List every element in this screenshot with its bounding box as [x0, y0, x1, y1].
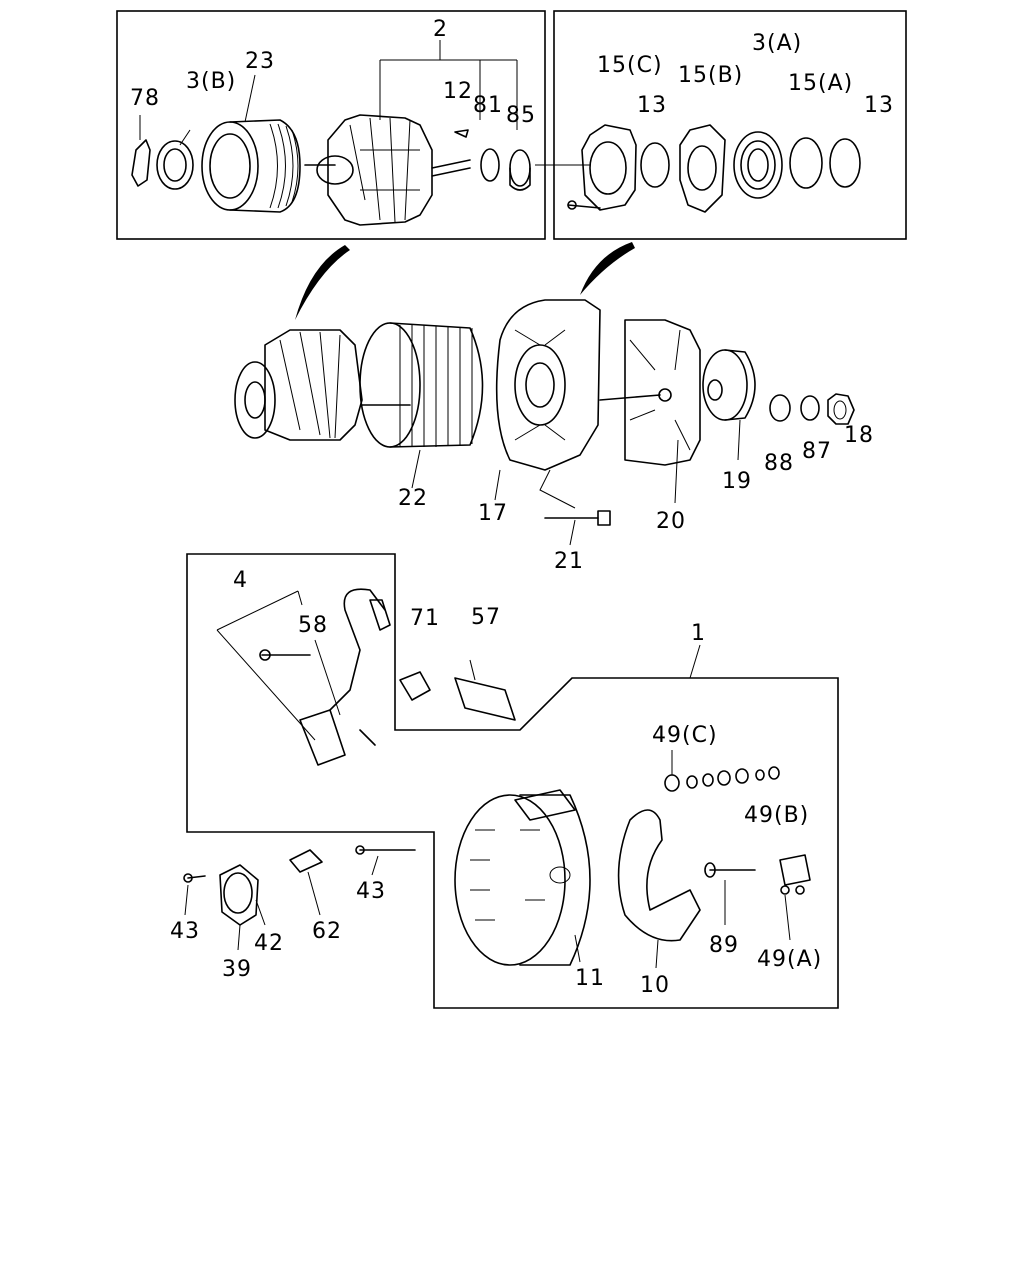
- bracket-49b: [779, 854, 811, 886]
- label-57: 57: [471, 605, 501, 630]
- fan-icon: [599, 319, 701, 504]
- cover-10: [617, 809, 701, 969]
- pulley-icon: [702, 349, 756, 461]
- label-20: 20: [656, 509, 686, 534]
- label-21: 21: [554, 549, 584, 574]
- label-2: 2: [433, 17, 448, 42]
- lower-frame: [186, 553, 839, 1009]
- clip-62: [289, 849, 323, 916]
- label-62: 62: [312, 919, 342, 944]
- spring-washer-87: [800, 395, 820, 421]
- clip-71: [399, 671, 431, 701]
- callout-curve-left: [295, 245, 350, 320]
- bolt-43-left: [183, 873, 206, 916]
- bolt-89: [704, 862, 756, 925]
- washer-49a: [780, 885, 805, 941]
- label-1: 1: [691, 621, 706, 646]
- label-43-middle: 43: [356, 879, 386, 904]
- label-39: 39: [222, 957, 252, 982]
- label-15c: 15(C): [597, 53, 663, 78]
- key-12: [454, 129, 469, 138]
- rotor-detail-box: [116, 10, 546, 240]
- washer-88: [769, 394, 791, 422]
- bearing-3a: [733, 131, 783, 199]
- label-19: 19: [722, 469, 752, 494]
- bearing-3b: [156, 129, 194, 190]
- label-88: 88: [764, 451, 794, 476]
- bolt-21: [539, 469, 611, 546]
- label-17: 17: [478, 501, 508, 526]
- housing-23: [201, 74, 301, 213]
- bolt-43-middle: [355, 845, 416, 876]
- label-71: 71: [410, 606, 440, 631]
- bearing-detail-box: [553, 10, 907, 240]
- label-23: 23: [245, 49, 275, 74]
- label-3b: 3(B): [186, 69, 236, 94]
- label-13-left: 13: [637, 93, 667, 118]
- label-13-right: 13: [864, 93, 894, 118]
- label-12: 12: [443, 79, 473, 104]
- nut-18: [827, 393, 855, 425]
- label-11: 11: [575, 966, 605, 991]
- label-15b: 15(B): [678, 63, 743, 88]
- cover-39: [219, 864, 266, 951]
- label-3a: 3(A): [752, 31, 802, 56]
- label-10: 10: [640, 973, 670, 998]
- stator-icon: [359, 322, 484, 489]
- regulator-bracket-icon: [216, 588, 391, 766]
- label-78: 78: [130, 86, 160, 111]
- label-49c: 49(C): [652, 723, 718, 748]
- rotor-assembly-icon: [304, 40, 518, 226]
- spacer-81: [480, 148, 500, 182]
- label-58: 58: [298, 613, 328, 638]
- callout-curve-right: [580, 242, 635, 295]
- label-15a: 15(A): [788, 71, 853, 96]
- rear-housing-icon: [454, 789, 591, 966]
- label-89: 89: [709, 933, 739, 958]
- retainer-plate-15c: [567, 124, 637, 211]
- label-49b: 49(B): [744, 803, 809, 828]
- label-81: 81: [473, 93, 503, 118]
- washers-49c: [664, 750, 780, 792]
- label-42: 42: [254, 931, 284, 956]
- retainer-plate-15b: [679, 124, 726, 213]
- collar-85: [509, 149, 531, 191]
- seal-13-right: [829, 138, 861, 188]
- label-22: 22: [398, 486, 428, 511]
- label-4: 4: [233, 568, 248, 593]
- plate-57: [454, 659, 516, 721]
- seal-13-left: [640, 142, 670, 188]
- snap-ring-78: [131, 115, 151, 187]
- label-49a: 49(A): [757, 947, 822, 972]
- rotor-large: [234, 329, 411, 441]
- front-housing-icon: [494, 299, 601, 501]
- label-18: 18: [844, 423, 874, 448]
- label-43-left: 43: [170, 919, 200, 944]
- retainer-15a: [789, 137, 823, 189]
- label-85: 85: [506, 103, 536, 128]
- label-87: 87: [802, 439, 832, 464]
